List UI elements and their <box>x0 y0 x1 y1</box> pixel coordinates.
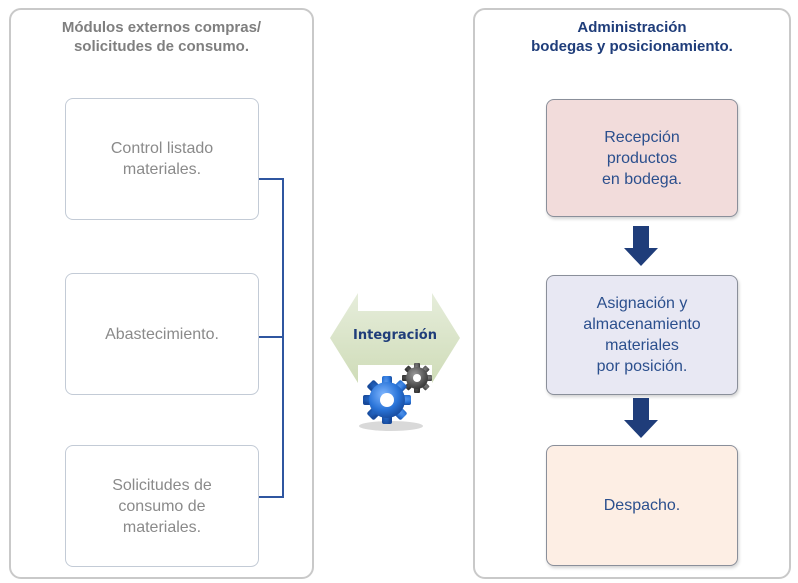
integration-label: Integración <box>353 328 437 343</box>
down-arrow-1 <box>624 226 658 266</box>
recepcion-step: Recepción productos en bodega. <box>546 99 738 217</box>
solicitudes-box: Solicitudes de consumo de materiales. <box>65 445 259 567</box>
despacho-step: Despacho. <box>546 445 738 566</box>
connector-mid <box>259 336 283 338</box>
abastecimiento-box: Abastecimiento. <box>65 273 259 395</box>
left-panel-title: Módulos externos compras/ solicitudes de… <box>61 19 262 55</box>
connector-vertical <box>282 178 284 498</box>
control-listado-box: Control listado materiales. <box>65 98 259 220</box>
connector-bottom <box>259 496 283 498</box>
gears-icon <box>357 362 437 434</box>
connector-top <box>259 178 283 180</box>
asignacion-step: Asignación y almacenamiento materiales p… <box>546 275 738 395</box>
down-arrow-2 <box>624 398 658 438</box>
right-panel-title: Administración bodegas y posicionamiento… <box>531 19 733 55</box>
integration-arrow <box>330 293 460 383</box>
